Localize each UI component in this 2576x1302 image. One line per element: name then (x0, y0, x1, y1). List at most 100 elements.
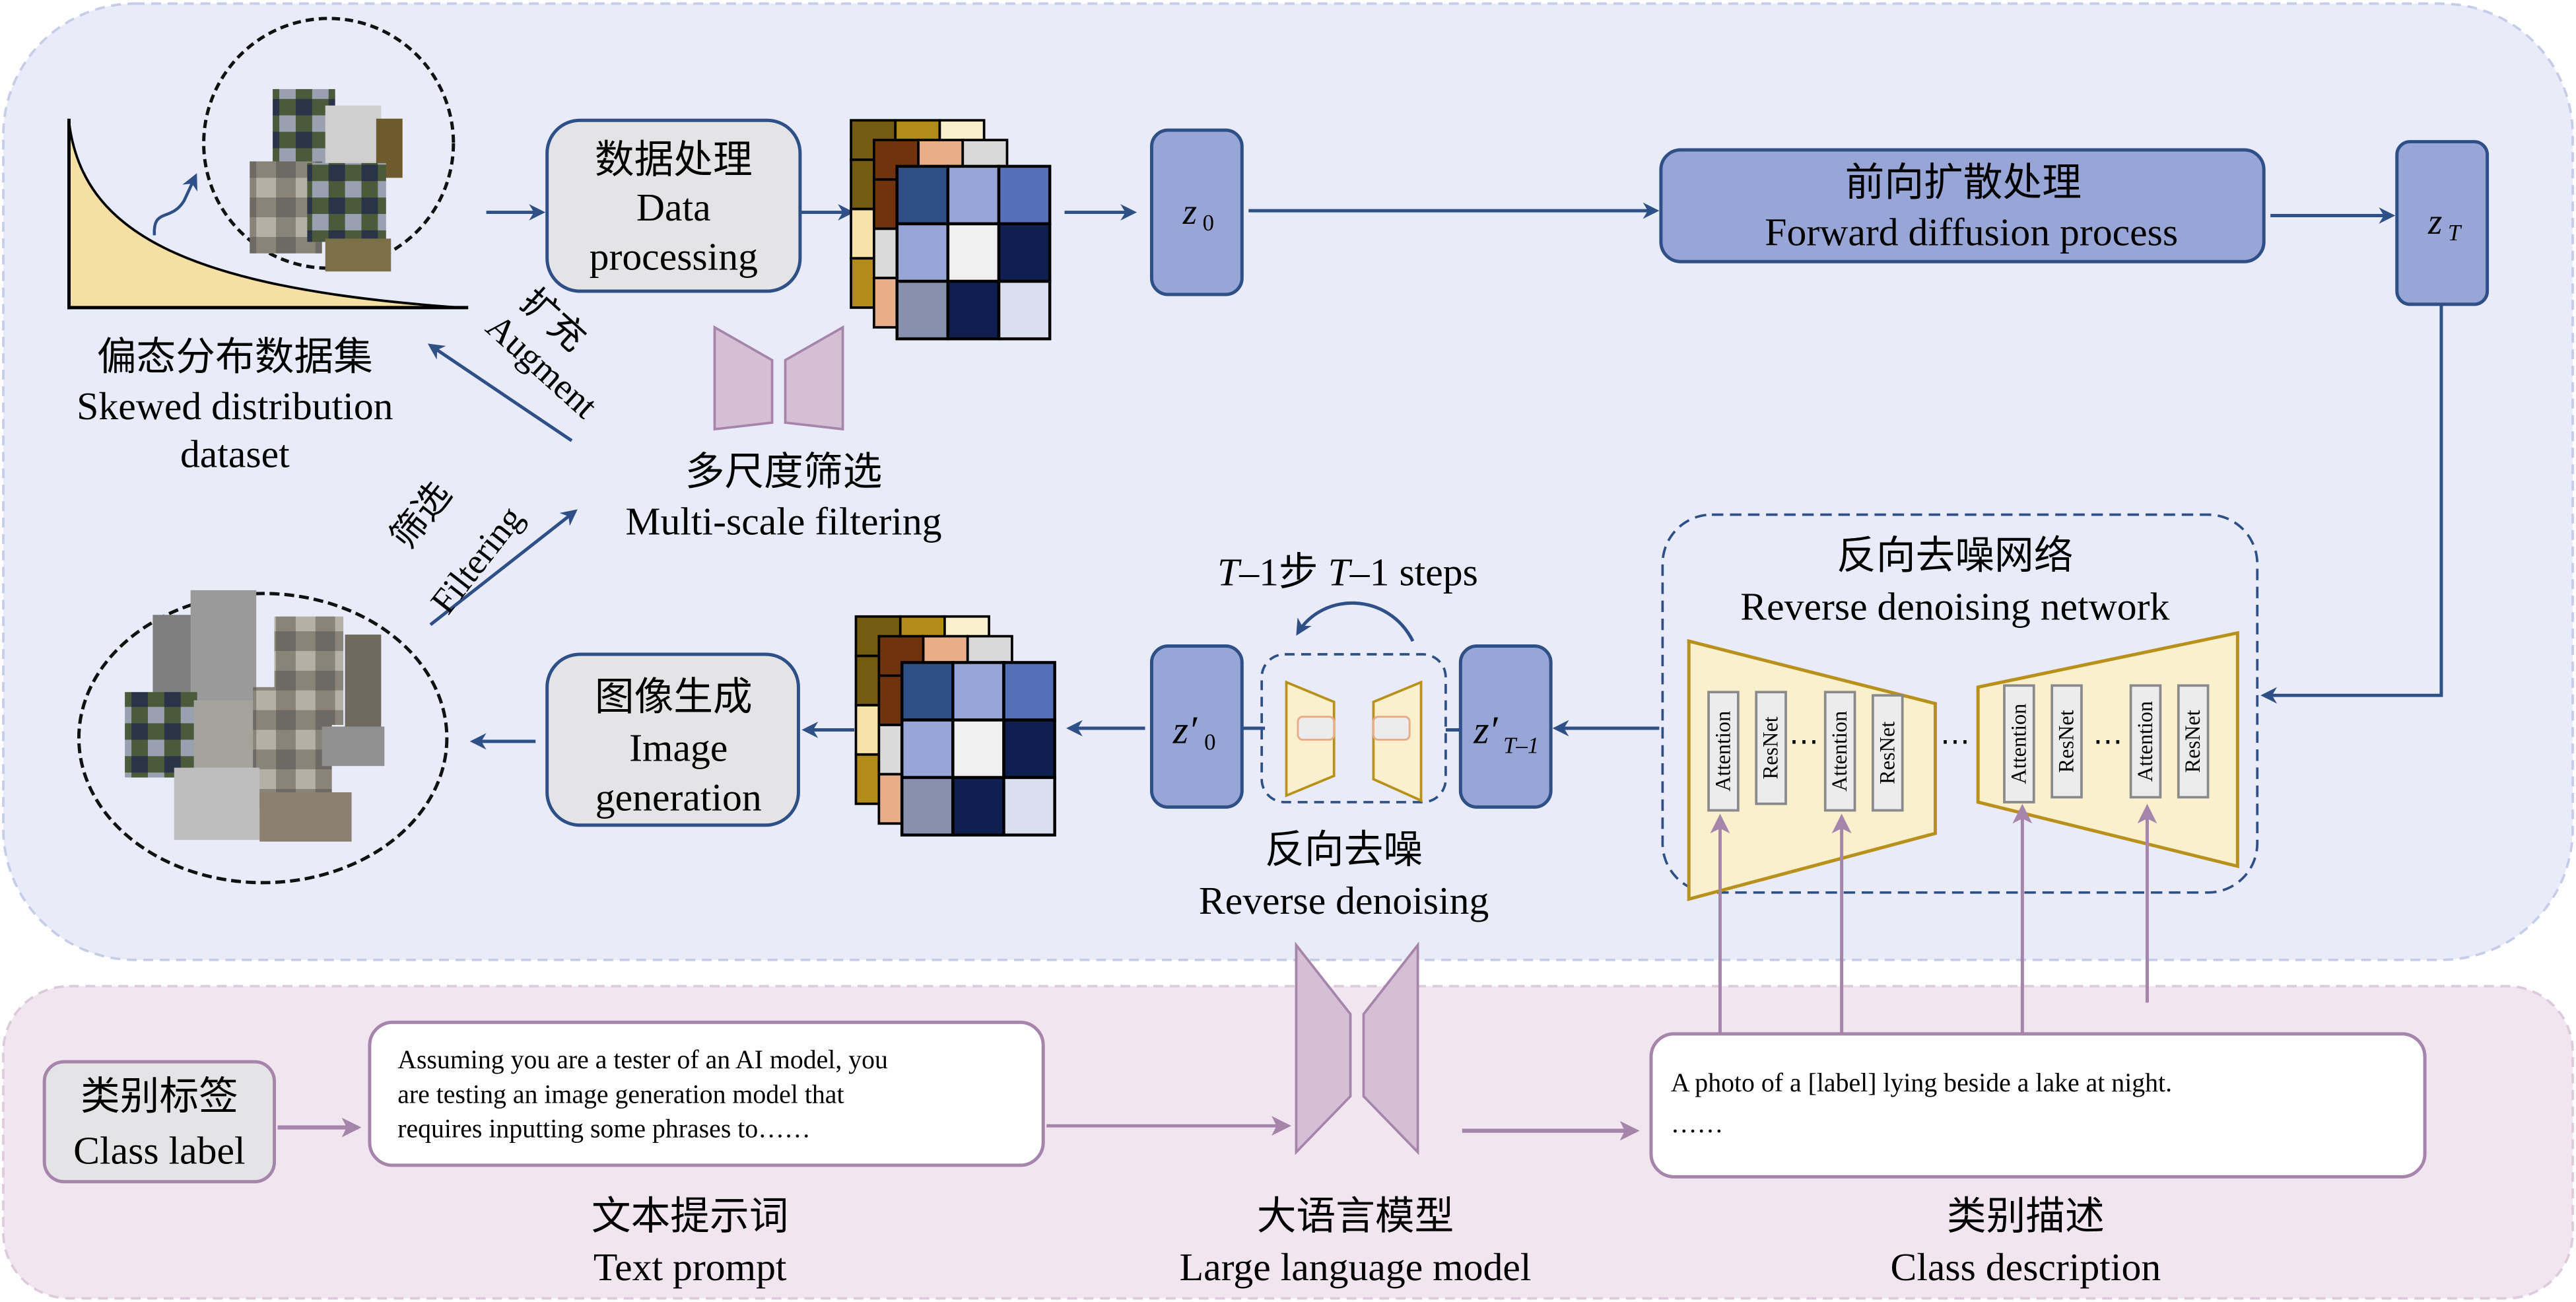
network-block-resnet: ResNet (2051, 684, 2083, 799)
data-processing-box: 数据处理 Data processing (545, 118, 802, 293)
loop-arrow-icon (1296, 601, 1415, 642)
class-label-en: Class label (73, 1128, 245, 1172)
grid-cell (946, 222, 1001, 283)
dataset-label-en2: dataset (180, 432, 290, 475)
zT-base: z (2427, 201, 2442, 242)
class-description-box: A photo of a [label] lying beside a lake… (1649, 1032, 2427, 1179)
dataset-label-zh: 偏态分布数据集 (97, 335, 373, 378)
ellipsis-icon: ⋯ (1789, 725, 1819, 758)
network-block-resnet: ResNet (1872, 694, 1904, 812)
network-block-attention: Attention (1823, 691, 1856, 812)
llm-icon (1295, 942, 1419, 1155)
network-en: Reverse denoising network (1740, 585, 2169, 629)
text-prompt-box: Assuming you are a tester of an AI model… (368, 1020, 1045, 1167)
grid-cell (1002, 776, 1056, 837)
image-generation-box: 图像生成 Image generation (545, 652, 800, 827)
sample-images-cluster (202, 17, 456, 272)
ellipsis-icon: ⋯ (2093, 725, 2122, 758)
svg-text:Attention: Attention (2006, 704, 2030, 784)
arrow-filtering (429, 509, 578, 627)
dataset-label-en1: Skewed distribution (77, 384, 393, 428)
llm-en: Large language model (1180, 1245, 1532, 1289)
svg-text:ResNet: ResNet (2181, 710, 2204, 772)
conditioning-arrow-stems (1718, 982, 2149, 1036)
network-block-attention: Attention (2129, 684, 2162, 799)
arrow-augment (427, 343, 573, 442)
latent-z0-prime: z′ 0 (1149, 644, 1244, 809)
text-prompt-zh: 文本提示词 (592, 1194, 789, 1238)
z0p-sub: 0 (1204, 729, 1215, 755)
svg-text:ResNet: ResNet (1875, 722, 1899, 784)
grid-cell (946, 279, 1001, 341)
multiscale-filter-icon (713, 325, 844, 431)
grid-cell (951, 661, 1005, 722)
grid-cell (1002, 718, 1056, 779)
forward-diffusion-box: 前向扩散处理 Forward diffusion process (1659, 148, 2266, 263)
feature-grid-bottom (854, 615, 1056, 837)
reverse-denoise-unet (1260, 653, 1447, 804)
class-desc-zh: 类别描述 (1947, 1194, 2105, 1238)
text-prompt-en: Text prompt (593, 1245, 787, 1289)
grid-cell (895, 279, 950, 341)
reverse-denoise-en: Reverse denoising (1199, 879, 1489, 922)
arrow-zT-to-network (2260, 304, 2443, 704)
z0-sub: 0 (1203, 210, 1214, 236)
zTm1p-base: z′ (1473, 708, 1498, 751)
llm-zh: 大语言模型 (1257, 1194, 1454, 1238)
class-desc-en: Class description (1890, 1245, 2161, 1289)
image-generation-en2: generation (595, 775, 762, 819)
data-processing-en1: Data (636, 186, 711, 229)
image-generation-en1: Image (629, 726, 728, 770)
zT-sub: T (2448, 220, 2462, 246)
grid-cell (900, 776, 955, 837)
class-label-zh: 类别标签 (81, 1074, 238, 1118)
network-block-attention: Attention (2003, 684, 2035, 804)
grid-cell (900, 718, 955, 779)
grid-cell (997, 164, 1052, 226)
reverse-denoise-zh: 反向去噪 (1265, 828, 1423, 872)
z0-base: z (1182, 191, 1197, 232)
network-block-resnet: ResNet (2177, 684, 2210, 799)
forward-en: Forward diffusion process (1765, 210, 2178, 254)
grid-cell (895, 164, 950, 226)
feature-grid-top (850, 119, 1052, 341)
grid-cell (951, 776, 1005, 837)
zTm1p-sub: T–1 (1503, 732, 1539, 758)
grid-cell (951, 718, 1005, 779)
description-line-1: A photo of a [label] lying beside a lake… (1671, 1068, 2172, 1097)
image-generation-zh: 图像生成 (595, 675, 753, 719)
prompt-line-2: are testing an image generation model th… (397, 1079, 844, 1109)
network-block-resnet: ResNet (1755, 691, 1787, 805)
data-processing-zh: 数据处理 (595, 138, 753, 182)
svg-text:Attention: Attention (1827, 711, 1851, 792)
z0p-base: z′ (1172, 708, 1198, 751)
grid-cell (900, 661, 955, 722)
data-processing-en2: processing (590, 235, 758, 279)
network-block-attention: Attention (1707, 691, 1740, 812)
forward-zh: 前向扩散处理 (1845, 161, 2082, 205)
svg-text:ResNet: ResNet (1759, 716, 1782, 779)
grid-cell (997, 279, 1052, 341)
class-label-box: 类别标签 Class label (42, 1060, 277, 1184)
grid-cell (895, 222, 950, 283)
reverse-denoising-network: 反向去噪网络 Reverse denoising network Attenti… (1661, 513, 2259, 902)
steps-label: T–1步 T–1 steps (1217, 550, 1478, 594)
grid-cell (997, 222, 1052, 283)
svg-text:ResNet: ResNet (2054, 710, 2078, 772)
network-zh: 反向去噪网络 (1837, 534, 2073, 578)
skewed-distribution-plot (67, 118, 469, 310)
grid-cell (946, 164, 1001, 226)
svg-text:Attention: Attention (2133, 701, 2157, 782)
prompt-line-3: requires inputting some phrases to…… (397, 1114, 811, 1144)
ellipsis-icon: ⋯ (1940, 725, 1970, 758)
multiscale-en: Multi-scale filtering (625, 499, 941, 543)
generated-images-cluster (77, 590, 449, 885)
grid-cell (1002, 661, 1056, 722)
latent-zTm1-prime: z′ T–1 (1458, 644, 1553, 809)
latent-z0: z 0 (1149, 128, 1244, 296)
description-line-2: …… (1671, 1109, 1724, 1138)
multiscale-zh: 多尺度筛选 (685, 450, 883, 494)
prompt-line-1: Assuming you are a tester of an AI model… (397, 1045, 888, 1074)
latent-zT: z T (2395, 140, 2490, 306)
